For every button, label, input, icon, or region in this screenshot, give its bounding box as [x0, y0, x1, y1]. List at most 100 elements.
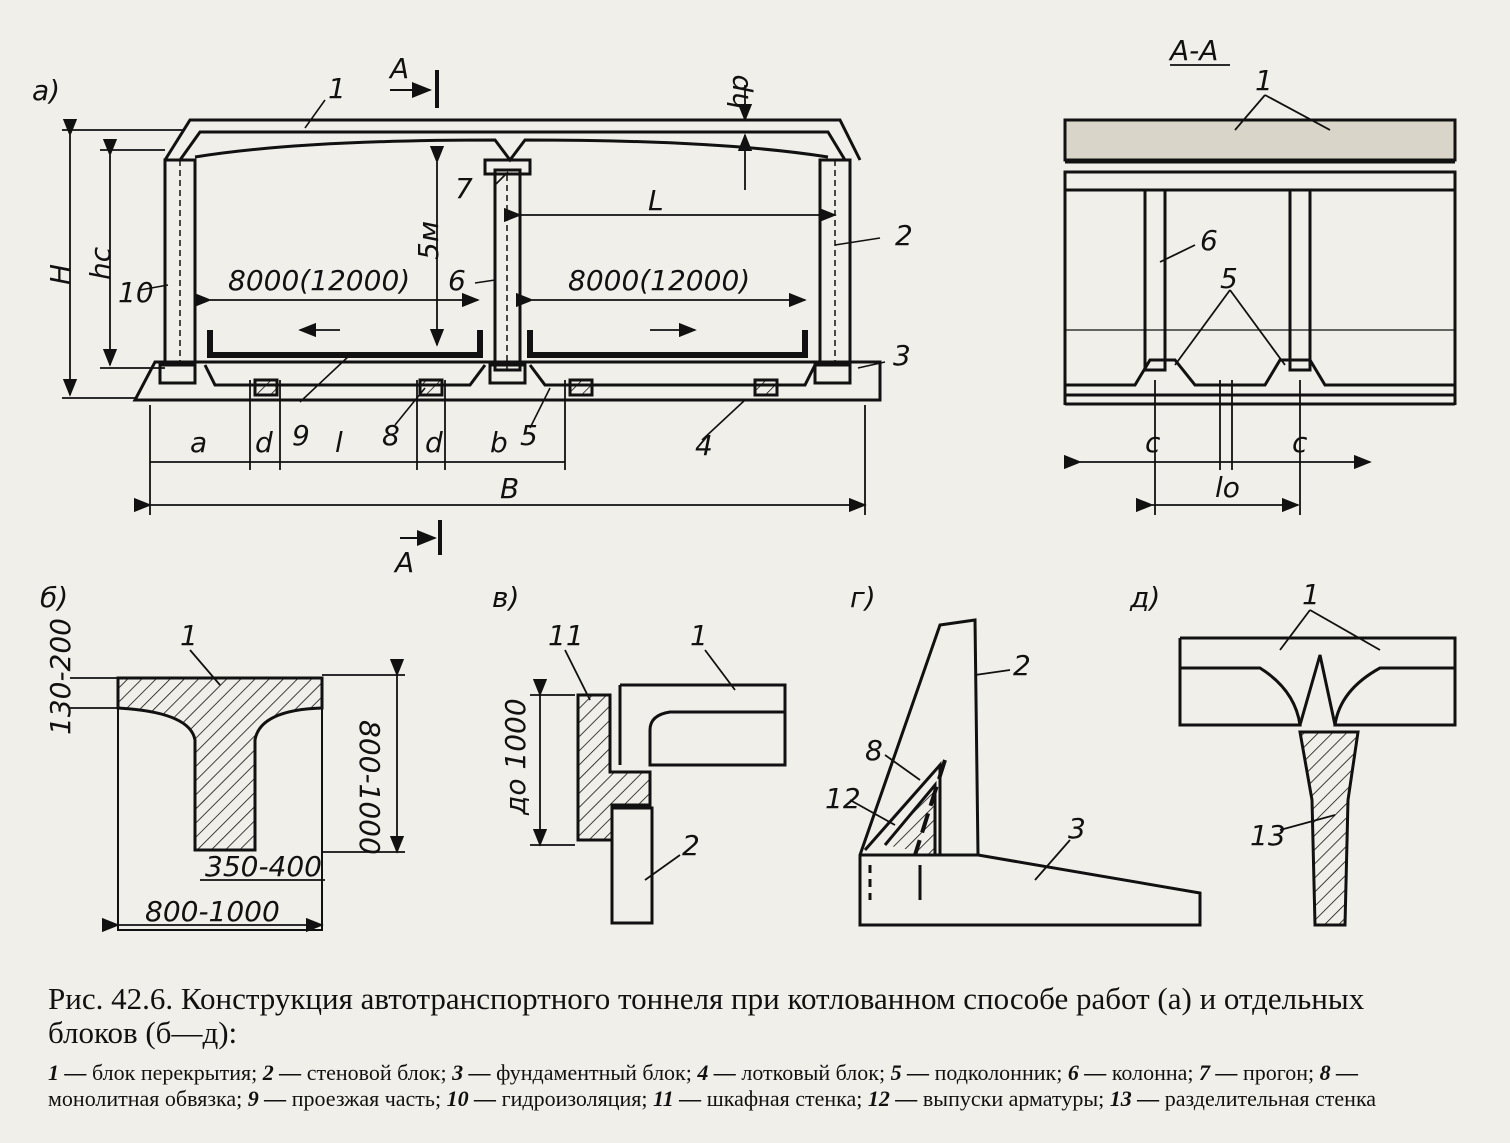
callout-g-8: 8: [865, 734, 883, 767]
callout-s-6: 6: [1200, 224, 1218, 257]
panel-v-drawing: [530, 649, 787, 925]
callout-b-1: 1: [180, 619, 198, 652]
legend-number: 2 —: [262, 1060, 307, 1085]
legend-item: 3 — фундаментный блок;: [452, 1060, 697, 1085]
dim-span-right: 8000(12000): [568, 264, 750, 297]
legend-number: 5 —: [890, 1060, 935, 1085]
dim-b-height: 130-200: [44, 618, 77, 735]
legend-number: 1 —: [48, 1060, 92, 1085]
callout-a-4: 4: [695, 429, 713, 462]
dim-b-width: 800-1000: [145, 895, 280, 928]
legend-item: 11 — шкафная стенка;: [653, 1086, 868, 1111]
callout-a-5: 5: [520, 419, 538, 452]
legend-number: 4 —: [697, 1060, 742, 1085]
legend-number: 12 —: [867, 1086, 923, 1111]
panel-d-drawing: [1178, 609, 1457, 927]
dim-b-web: 350-400: [205, 850, 322, 883]
panel-g-drawing: [849, 618, 1202, 927]
callout-a-10: 10: [118, 276, 154, 309]
callout-g-2: 2: [1013, 649, 1031, 682]
callout-a-6: 6: [448, 264, 466, 297]
legend-number: 13 —: [1109, 1086, 1165, 1111]
legend-text: монолитная обвязка;: [48, 1086, 248, 1111]
legend-item: 7 — прогон;: [1199, 1060, 1320, 1085]
technical-drawing: а) б) в) г) д) А-А А А 8000(12000) 8000(…: [32, 34, 1457, 933]
caption-title: Рис. 42.6. Конструкция автотранспортного…: [48, 981, 1365, 1050]
panel-a-label: а): [32, 74, 60, 107]
legend-number: 8 —: [1319, 1060, 1359, 1085]
legend-number: 3 —: [452, 1060, 497, 1085]
legend-number: 10 —: [446, 1086, 502, 1111]
legend-text: блок перекрытия;: [92, 1060, 263, 1085]
callout-v-2: 2: [682, 829, 700, 862]
callout-g-12: 12: [825, 782, 861, 815]
dim-b-vertical: 800-1000: [353, 720, 386, 855]
callout-a-8: 8: [382, 419, 400, 452]
legend-text: лотковый блок;: [741, 1060, 891, 1085]
legend-text: прогон;: [1243, 1060, 1320, 1085]
dim-hc: hc: [84, 246, 117, 280]
dim-d2: d: [425, 426, 443, 459]
legend-item: 4 — лотковый блок;: [697, 1060, 890, 1085]
panel-b-drawing: [70, 649, 405, 933]
legend-item: 13 — разделительная стенка: [1110, 1086, 1376, 1111]
legend-item: 6 — колонна;: [1068, 1060, 1199, 1085]
panel-b-label: б): [40, 581, 68, 614]
legend-item: 12 — выпуски арматуры;: [868, 1086, 1110, 1111]
dim-c1: c: [1145, 426, 1161, 459]
dim-b: b: [490, 426, 508, 459]
dim-c2: c: [1292, 426, 1308, 459]
dim-v-height: до 1000: [499, 698, 532, 816]
callout-d-13: 13: [1250, 819, 1286, 852]
panel-v-label: в): [492, 581, 519, 614]
dim-B: B: [500, 472, 519, 505]
figure-caption: Рис. 42.6. Конструкция автотранспортного…: [48, 982, 1448, 1112]
legend-item: 5 — подколонник;: [891, 1060, 1068, 1085]
section-mark-top: А: [388, 52, 409, 85]
section-mark-bottom: А: [393, 546, 414, 579]
dim-span-left: 8000(12000): [228, 264, 410, 297]
dim-lo: lo: [1215, 471, 1240, 504]
legend-number: 9 —: [247, 1086, 292, 1111]
legend-text: гидроизоляция;: [501, 1086, 653, 1111]
legend-text: разделительная стенка: [1164, 1086, 1377, 1111]
dim-hp: hp: [722, 74, 755, 110]
legend-text: колонна;: [1111, 1060, 1199, 1085]
legend-item: 9 — проезжая часть;: [248, 1086, 447, 1111]
legend-text: выпуски арматуры;: [922, 1086, 1110, 1111]
dim-d1: d: [255, 426, 273, 459]
dim-height-5m: 5м: [412, 221, 445, 260]
legend-number: 7 —: [1199, 1060, 1243, 1085]
callout-a-9: 9: [292, 419, 310, 452]
panel-g-label: г): [850, 581, 876, 614]
callout-v-11: 11: [548, 619, 584, 652]
section-a-a-label: А-А: [1168, 34, 1218, 67]
dim-H: H: [44, 264, 77, 285]
callout-s-5: 5: [1220, 262, 1238, 295]
callout-a-3: 3: [893, 339, 911, 372]
callout-v-1: 1: [690, 619, 708, 652]
callout-d-1: 1: [1302, 578, 1320, 611]
legend-text: стеновой блок;: [306, 1060, 453, 1085]
section-a-a-drawing: [1063, 64, 1457, 515]
panel-a-drawing: [62, 70, 886, 555]
callout-g-3: 3: [1068, 812, 1086, 845]
legend-item: 8 — монолитная обвязка;: [48, 1060, 1358, 1111]
legend-text: шкафная стенка;: [706, 1086, 868, 1111]
legend-item: 10 — гидроизоляция;: [447, 1086, 653, 1111]
legend-item: 2 — стеновой блок;: [263, 1060, 452, 1085]
panel-d-label: д): [1129, 581, 1160, 614]
dim-l: l: [335, 426, 343, 459]
callout-a-1: 1: [328, 72, 346, 105]
legend-text: фундаментный блок;: [496, 1060, 698, 1085]
callout-a-2: 2: [895, 219, 913, 252]
legend-number: 6 —: [1067, 1060, 1112, 1085]
legend-number: 11 —: [653, 1086, 707, 1111]
callout-a-7: 7: [455, 172, 473, 205]
legend-item: 1 — блок перекрытия;: [48, 1060, 263, 1085]
legend-text: проезжая часть;: [291, 1086, 447, 1111]
dim-L: L: [648, 184, 664, 217]
caption-legend: 1 — блок перекрытия; 2 — стеновой блок; …: [48, 1060, 1448, 1112]
callout-s-1: 1: [1255, 64, 1273, 97]
legend-text: подколонник;: [934, 1060, 1068, 1085]
